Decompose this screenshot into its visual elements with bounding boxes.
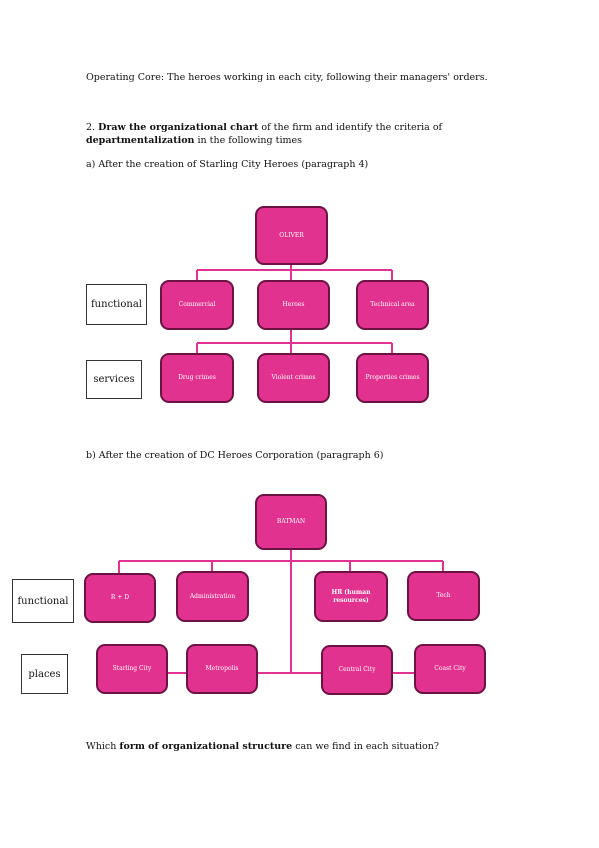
node-batman: BATMAN <box>255 494 327 550</box>
label-places-b: places <box>21 654 68 694</box>
final-post: can we find in each situation? <box>292 741 439 752</box>
final-pre: Which <box>86 741 120 752</box>
node-rd: R + D <box>84 573 156 623</box>
node-heroes: Heroes <box>257 280 330 330</box>
node-technical-area: Technical area <box>356 280 429 330</box>
node-coast-city: Coast City <box>414 644 486 694</box>
node-drug-crimes: Drug crimes <box>160 353 234 403</box>
final-bold: form of organizational structure <box>119 741 293 752</box>
node-administration: Administration <box>176 571 249 622</box>
operating-core-text: Operating Core: The heroes working in ea… <box>86 72 488 83</box>
node-commercial: Commercial <box>160 280 234 330</box>
label-functional-a: functional <box>86 284 147 325</box>
node-violent-crimes: Violent crimes <box>257 353 330 403</box>
label-services-a: services <box>86 360 142 399</box>
label-functional-b: functional <box>12 579 74 623</box>
q2-end: in the following times <box>194 135 302 146</box>
q2-mid: of the firm and identify the criteria of <box>258 122 443 133</box>
q2-prefix: 2. <box>86 122 99 133</box>
q2-bold-departmentalization: departmentalization <box>86 135 195 146</box>
node-hr: HR (human resources) <box>314 571 388 622</box>
q2-bold-org-chart: Draw the organizational chart <box>98 122 259 133</box>
part-a-heading: a) After the creation of Starling City H… <box>86 159 369 170</box>
node-central-city: Central City <box>321 645 393 695</box>
final-question: Which form of organizational structure c… <box>86 741 439 752</box>
question-2-line1: 2. Draw the organizational chart of the … <box>86 122 442 133</box>
node-oliver: OLIVER <box>255 206 328 265</box>
node-tech: Tech <box>407 571 480 621</box>
node-properties-crimes: Properties crimes <box>356 353 429 403</box>
part-b-heading: b) After the creation of DC Heroes Corpo… <box>86 450 384 461</box>
question-2-line2: departmentalization in the following tim… <box>86 135 302 146</box>
node-starling-city: Starling City <box>96 644 168 694</box>
node-metropolis: Metropolis <box>186 644 258 694</box>
